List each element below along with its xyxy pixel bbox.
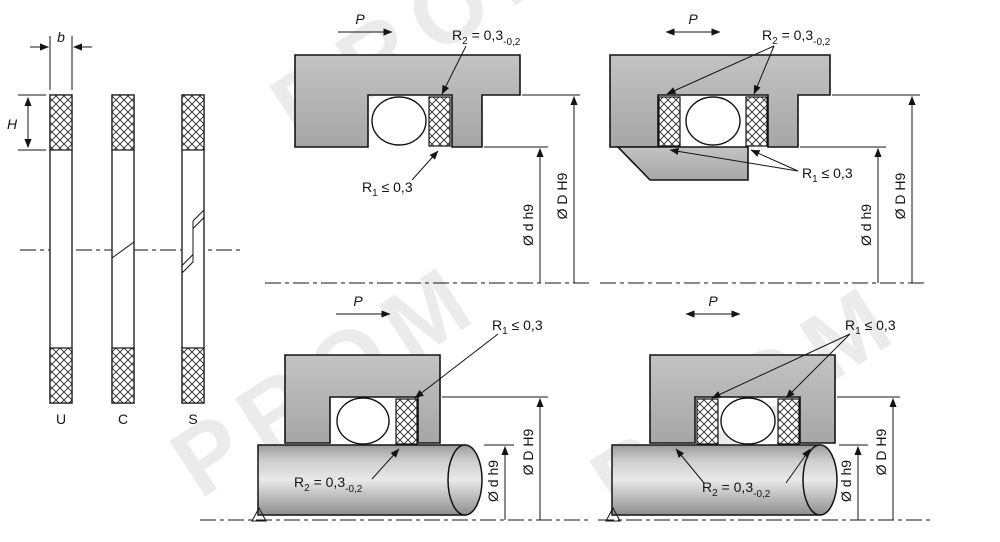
r2-annotation: R2 = 0,3-0,2 [675, 448, 811, 500]
break-mark [251, 506, 267, 522]
r2-annotation: R2 = 0,3-0,2 [666, 27, 831, 95]
r1-label: R1 ≤ 0,3 [845, 317, 896, 337]
r1-annotation: R1 ≤ 0,3 [711, 317, 896, 399]
pressure-label: P [708, 293, 718, 309]
dia-d-label: Ø d h9 [520, 204, 536, 246]
r1-annotation: R1 ≤ 0,3 [414, 317, 543, 399]
backup-ring-left [658, 96, 681, 147]
profile-u-section-top [49, 94, 73, 151]
fig-groove-double-acting: P Ø d h9 Ø D H9 R2 = 0,3-0,2 R1 ≤ 0,3 [600, 11, 928, 284]
backup-ring-right [777, 398, 800, 445]
r1-annotation: R1 ≤ 0,3 [669, 147, 853, 185]
o-ring [371, 96, 427, 146]
dimension-lines [442, 396, 548, 520]
dia-d-label: Ø d h9 [838, 460, 854, 502]
o-ring [685, 96, 741, 146]
profile-s-section-bottom [181, 347, 205, 404]
dimension-lines [484, 94, 580, 283]
r1-label: R1 ≤ 0,3 [362, 179, 413, 199]
dia-D-label: Ø D H9 [554, 172, 570, 219]
pressure-arrow: P [665, 11, 721, 36]
o-ring [336, 397, 390, 445]
profile-u: U [49, 94, 73, 427]
pressure-arrow: P [338, 11, 393, 36]
dim-b-label: b [57, 29, 65, 45]
profile-s-label: S [188, 411, 197, 427]
rod [257, 444, 466, 516]
backup-ring [395, 398, 418, 445]
rod [611, 444, 821, 516]
rod-end-cap [447, 444, 483, 516]
backup-ring [428, 96, 451, 147]
pressure-label: P [688, 11, 698, 27]
dia-D-label: Ø D H9 [873, 428, 889, 475]
r2-annotation: R2 = 0,3-0,2 [294, 448, 400, 495]
ring-profiles: b H U C S [7, 29, 242, 427]
profile-u-section-bottom [49, 347, 73, 404]
dia-D-label: Ø D H9 [892, 172, 908, 219]
dim-h: H [7, 94, 46, 151]
profile-u-label: U [56, 411, 66, 427]
backup-ring-left [696, 398, 719, 445]
r2-label: R2 = 0,3-0,2 [702, 479, 771, 500]
profile-c-label: C [118, 411, 128, 427]
angle-cut-line [111, 241, 135, 259]
backup-ring-right [745, 96, 768, 147]
dia-d-label: Ø d h9 [858, 204, 874, 246]
housing [649, 354, 836, 444]
housing [294, 54, 521, 148]
r1-label: R1 ≤ 0,3 [492, 317, 543, 337]
profile-c-section-top [111, 94, 135, 151]
pressure-label: P [353, 293, 363, 309]
r1-label: R1 ≤ 0,3 [802, 165, 853, 185]
pressure-label: P [355, 11, 365, 27]
housing-lower-block [616, 146, 749, 181]
dim-b: b [30, 29, 92, 90]
profile-s-section-top [181, 94, 205, 151]
fig-rod-single-acting: P Ø d h9 Ø D H9 R1 ≤ 0,3 R2 = 0,3-0,2 [200, 293, 588, 522]
rod-end-cap [802, 444, 838, 516]
r2-label: R2 = 0,3-0,2 [762, 27, 831, 48]
dimension-lines [800, 94, 920, 283]
r2-label: R2 = 0,3-0,2 [452, 27, 521, 48]
pressure-arrow: P [336, 293, 391, 318]
o-ring [720, 397, 776, 445]
pressure-arrow: P [685, 293, 741, 318]
dim-h-label: H [7, 116, 18, 132]
profile-c-section-bottom [111, 347, 135, 404]
r2-annotation: R2 = 0,3-0,2 [441, 27, 521, 95]
dia-D-label: Ø D H9 [520, 428, 536, 475]
profile-c: C [111, 94, 135, 427]
fig-groove-single-acting: P Ø d h9 Ø D H9 R2 = 0,3-0,2 R1 ≤ 0,3 [265, 11, 592, 284]
profile-s: S [181, 94, 205, 427]
dia-d-label: Ø d h9 [485, 460, 501, 502]
step-cut-line [181, 209, 205, 274]
break-mark [605, 506, 621, 522]
r1-annotation: R1 ≤ 0,3 [362, 150, 439, 199]
r2-label: R2 = 0,3-0,2 [294, 474, 363, 495]
dimension-lines [837, 396, 900, 520]
fig-rod-double-acting: P Ø d h9 Ø D H9 R1 ≤ 0,3 R2 = 0,3-0,2 [598, 293, 932, 522]
